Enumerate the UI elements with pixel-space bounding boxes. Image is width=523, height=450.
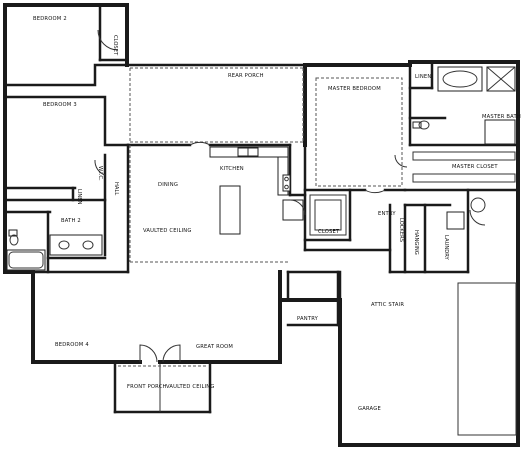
label-vaulted-ceiling-porch: VAULTED CEILING [166,384,215,390]
label-laundry: LAUNDRY [443,235,449,261]
dashed-lines [118,67,517,436]
master-toilet [412,121,422,129]
label-bath-2: BATH 2 [61,218,81,224]
label-wic: W.I.C. [97,166,103,181]
door-swings [94,29,486,363]
label-entry: ENTRY [378,211,396,217]
label-master-closet: MASTER CLOSET [452,164,498,170]
label-rear-porch: REAR PORCH [228,73,264,79]
range [282,174,291,192]
label-linen-master: LINEN [415,74,431,80]
label-attic-stair: ATTIC STAIR [371,302,404,308]
laundry-machine [446,211,465,230]
label-dining: DINING [158,182,178,188]
label-vaulted-ceiling-great: VAULTED CEILING [143,228,192,234]
bath2-toilet [8,229,18,237]
label-linen-hall: LINEN [76,189,82,205]
label-kitchen: KITCHEN [220,166,244,172]
label-front-porch: FRONT PORCH [127,384,167,390]
label-hanging: HANGING [413,230,419,255]
label-bedroom-4: BEDROOM 4 [55,342,89,348]
label-great-room: GREAT ROOM [196,344,233,350]
kitchen-island [219,185,241,235]
label-master-bedroom: MASTER BEDROOM [328,86,381,92]
label-closet-bed2: CLOSET [112,35,118,56]
label-bedroom-3: BEDROOM 3 [43,102,77,108]
label-closet-master: CLOSET [318,229,340,235]
label-pantry: PANTRY [297,316,319,322]
bath2-tub [6,249,46,271]
master-vanity [484,119,516,145]
fixtures [6,66,516,271]
label-hall: HALL [113,182,119,195]
label-garage: GARAGE [358,406,381,412]
bath2-vanity [49,234,103,256]
refrigerator [282,199,304,221]
label-lockers: LOCKERS [398,218,404,242]
label-master-bath: MASTER BATH [482,114,521,120]
room-labels: BEDROOM 2 CLOSET REAR PORCH MASTER BEDRO… [33,16,521,412]
interior-walls [3,6,520,414]
label-bedroom-2: BEDROOM 2 [33,16,67,22]
